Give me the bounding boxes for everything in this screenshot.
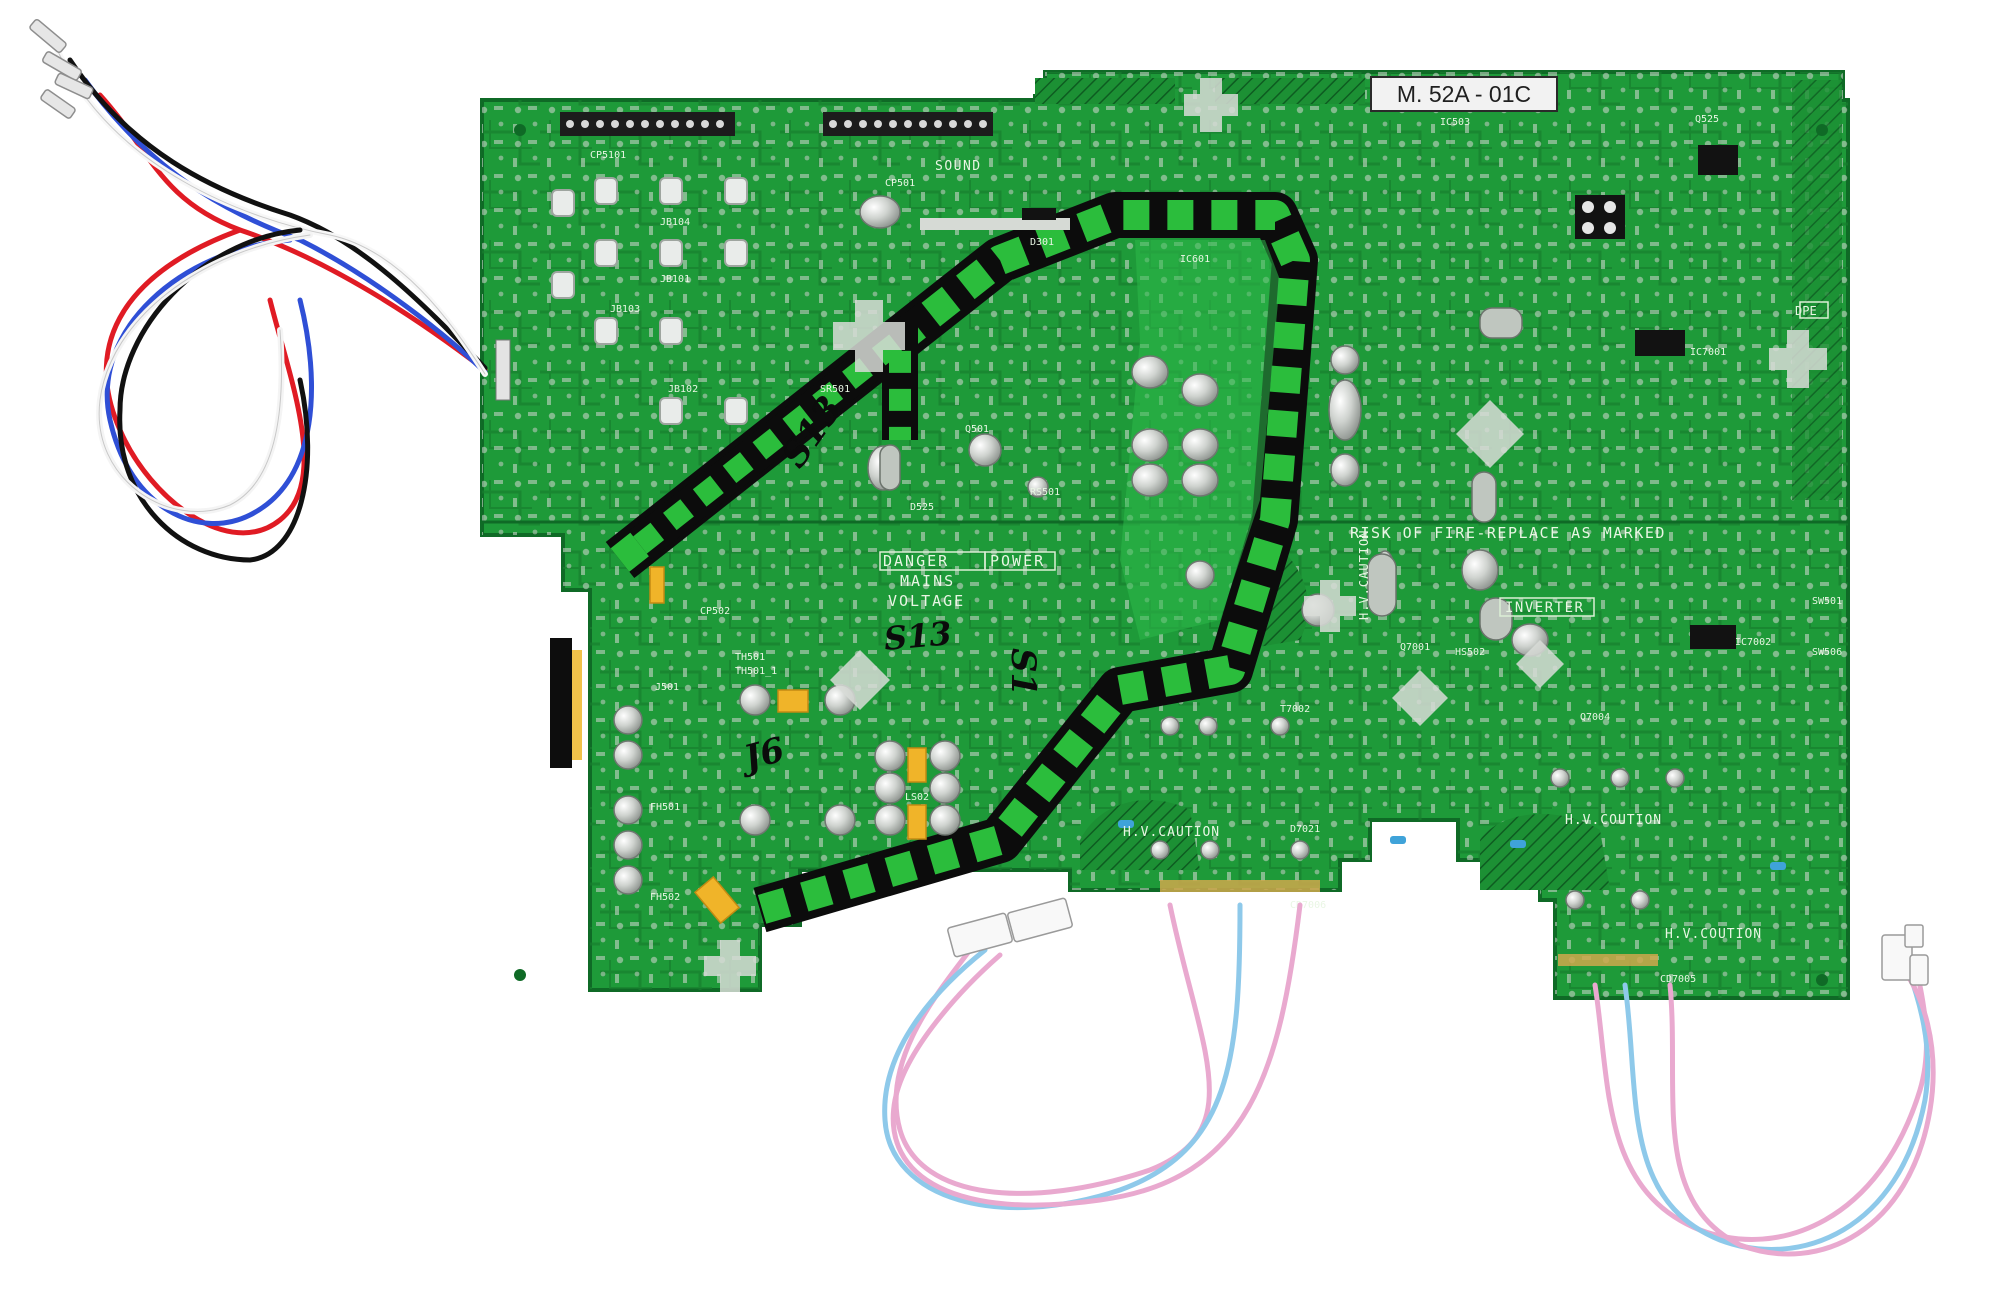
ref-q501: Q501	[965, 424, 989, 435]
white-connectors	[947, 897, 1929, 986]
ref-hs502: HS502	[1455, 647, 1485, 658]
ref-cp502: CP502	[700, 606, 730, 617]
hv-caution-label-2: H.V.COUTION	[1565, 813, 1662, 828]
marker-s1: S1	[1003, 648, 1043, 696]
ref-jb103: JB103	[610, 304, 640, 315]
wire-harness-top-left	[52, 42, 488, 563]
ref-q7001: Q7001	[1400, 642, 1430, 653]
ref-q525: Q525	[1695, 114, 1719, 125]
spade-terminals	[29, 19, 94, 119]
ref-th501: TH501	[735, 652, 765, 663]
ref-ic503: IC503	[1440, 117, 1470, 128]
ref-cd7005: CD7005	[1660, 974, 1696, 985]
silkscreen-text: RISK OF FIRE-REPLACE AS MARKED SOUND INV…	[590, 114, 1842, 985]
hv-caution-vertical: H.V.CAUTION	[1357, 530, 1371, 620]
ref-sw501: SW501	[1812, 596, 1842, 607]
voltage-text: VOLTAGE	[888, 592, 965, 610]
ref-jb102: JB102	[668, 384, 698, 395]
ref-j501: J501	[655, 682, 679, 693]
pcb-board	[480, 70, 1850, 1000]
ref-cd7006: CD7006	[1290, 900, 1326, 911]
ref-jb101: JB101	[660, 274, 690, 285]
ref-ls02: LS02	[905, 792, 929, 803]
ref-d301: D301	[1030, 237, 1054, 248]
hv-caution-label-3: H.V.COUTION	[1665, 927, 1762, 942]
ref-rs501: RS501	[1030, 487, 1060, 498]
ref-fh501: FH501	[650, 802, 680, 813]
ref-ic7002: IC7002	[1735, 637, 1771, 648]
ref-sr501: SR501	[820, 384, 850, 395]
ref-ic601: IC601	[1180, 254, 1210, 265]
ref-q7004: Q7004	[1580, 712, 1610, 723]
ref-cp5101: CP5101	[590, 150, 626, 161]
model-number-label: M. 52A - 01C	[1370, 76, 1558, 112]
ref-fh502: FH502	[650, 892, 680, 903]
fire-warning-text: RISK OF FIRE-REPLACE AS MARKED	[1350, 524, 1666, 542]
mains-text: MAINS	[900, 572, 955, 590]
ref-t7002: T7002	[1280, 704, 1310, 715]
wire-harness-bottom	[882, 902, 1936, 1257]
sound-label: SOUND	[935, 159, 982, 174]
inverter-label: INVERTER	[1505, 600, 1584, 616]
power-text: POWER	[990, 552, 1045, 570]
hv-caution-label: H.V.CAUTION	[1123, 825, 1220, 840]
ref-th501-1: TH501_1	[735, 666, 777, 677]
ref-d7021: D7021	[1290, 824, 1320, 835]
danger-text: DANGER	[883, 552, 949, 570]
marker-s13: S13	[882, 614, 953, 658]
ref-ic7001: IC7001	[1690, 347, 1726, 358]
ref-d525: D525	[910, 502, 934, 513]
ref-cp501: CP501	[885, 178, 915, 189]
ref-jb104: JB104	[660, 217, 690, 228]
dpe-label: DPE	[1795, 304, 1817, 318]
ref-sw506: SW506	[1812, 647, 1842, 658]
